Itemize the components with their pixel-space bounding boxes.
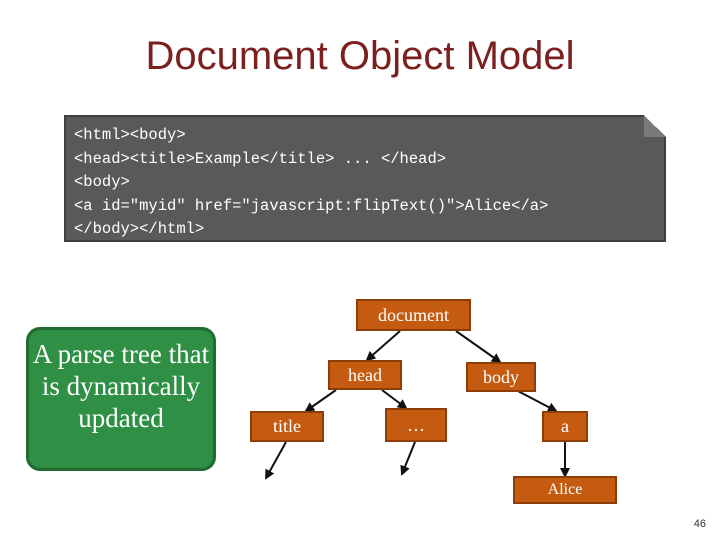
code-line: </body></html> [74, 220, 205, 238]
edge-head-ellipsis [381, 389, 408, 410]
parse-tree-note: A parse tree that is dynamically updated [26, 327, 216, 471]
slide-title: Document Object Model [145, 34, 575, 78]
edge-title-child [265, 441, 287, 480]
tree-node-head: head [328, 360, 402, 390]
code-line: <body> [74, 173, 130, 191]
html-code-block: <html><body> <head><title>Example</title… [64, 115, 666, 242]
code-line: <head><title>Example</title> ... </head> [74, 149, 447, 168]
edge-document-body [455, 330, 502, 364]
edge-ellipsis-child [400, 441, 416, 476]
tree-node-a: a [542, 411, 588, 442]
edge-body-a [515, 389, 558, 412]
tree-node-document: document [356, 299, 471, 331]
tree-node-title: title [250, 411, 324, 442]
edge-document-head [365, 330, 401, 362]
code-line: <a id="myid" href="javascript:flipText()… [74, 196, 549, 215]
page-number: 46 [693, 518, 706, 530]
tree-node-ellipsis: … [385, 408, 447, 442]
code-line: <html><body> [74, 126, 186, 144]
edge-head-title [304, 389, 337, 413]
folded-corner-icon [644, 115, 666, 137]
tree-node-body: body [466, 362, 536, 392]
tree-node-alice: Alice [513, 476, 617, 504]
